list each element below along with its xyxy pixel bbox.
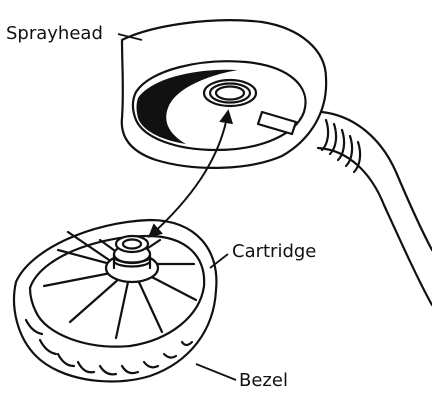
bezel-part: [14, 220, 216, 382]
bezel-leader: [196, 364, 236, 380]
cartridge-label: Cartridge: [232, 243, 316, 261]
sprayhead-label: Sprayhead: [6, 25, 103, 43]
bezel-label: Bezel: [239, 372, 288, 390]
